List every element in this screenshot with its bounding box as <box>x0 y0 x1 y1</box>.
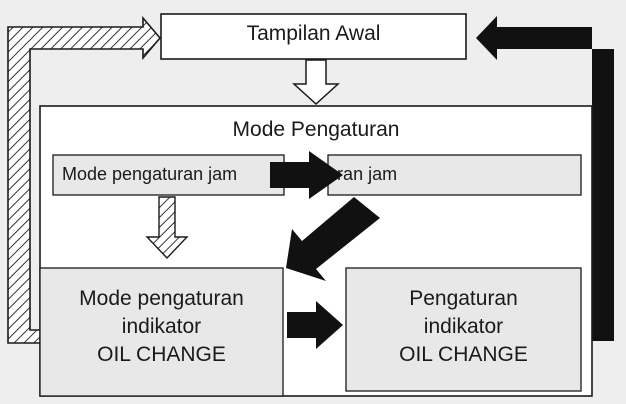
hatched-down-arrow <box>145 196 189 260</box>
black-return-arrow <box>476 16 614 341</box>
oil-setting-box <box>345 267 582 392</box>
oil-setting-label-1: Pengaturan <box>409 287 518 310</box>
clock-setting-box <box>327 154 582 196</box>
oil-mode-label-1: Mode pengaturan <box>79 287 244 310</box>
oil-setting-label-2: indikator <box>423 315 504 338</box>
clock-setting-label: Pengaturan jam <box>270 164 398 184</box>
down-arrow-outline <box>292 59 340 106</box>
oil-mode-label-2: indikator <box>121 315 202 338</box>
oil-mode-box <box>39 267 284 397</box>
hatched-return-arrow <box>7 15 162 344</box>
clock-mode-label: Mode pengaturan jam <box>62 164 238 184</box>
top-box <box>160 13 467 60</box>
oil-setting-label-3: OIL CHANGE <box>399 343 528 366</box>
oil-mode-label-3: OIL CHANGE <box>97 343 226 366</box>
clock-mode-box <box>52 154 285 196</box>
top-box-label: Tampilan Awal <box>246 22 381 45</box>
mode-container-title: Mode Pengaturan <box>232 118 400 141</box>
